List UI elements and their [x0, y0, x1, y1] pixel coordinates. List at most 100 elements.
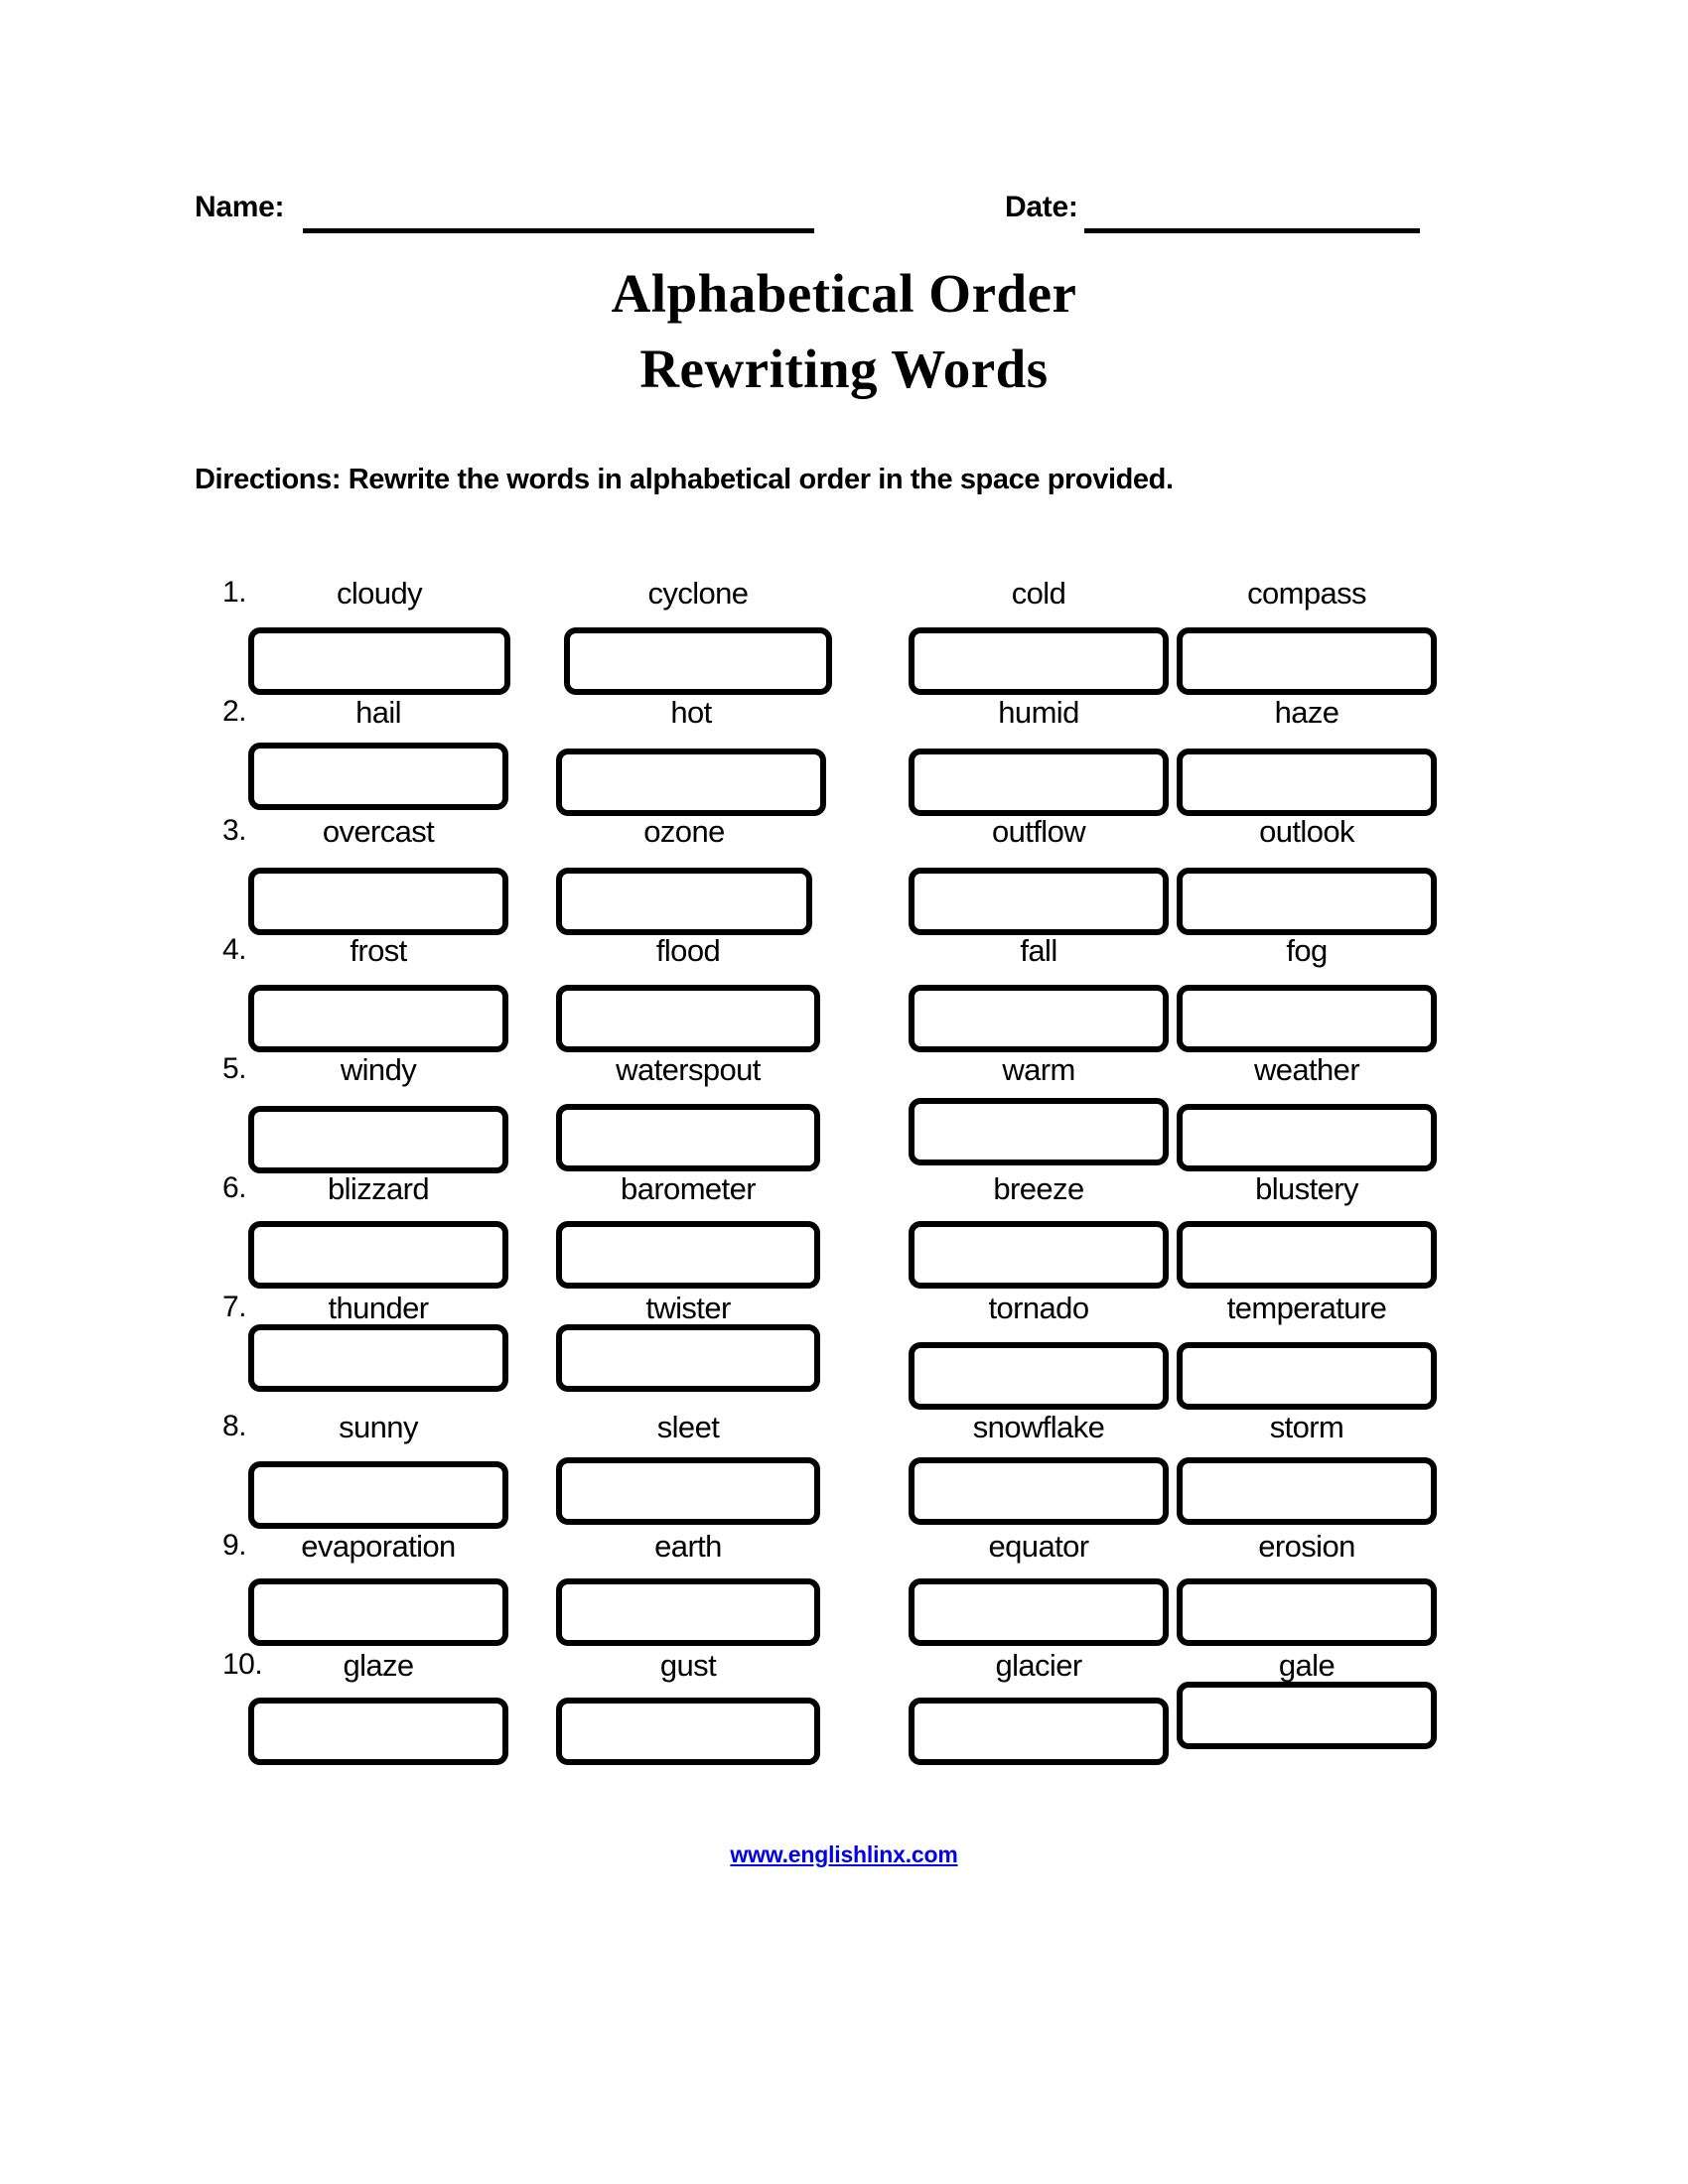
page-title: Alphabetical Order Rewriting Words — [0, 256, 1688, 407]
prompt-word: weather — [1253, 1052, 1360, 1087]
row-number: 5. — [222, 1052, 247, 1085]
word-row: 5. windy waterspout warm weather — [0, 1052, 1688, 1173]
answer-box[interactable] — [1177, 1578, 1437, 1646]
answer-box[interactable] — [909, 1342, 1169, 1410]
answer-box[interactable] — [556, 1221, 820, 1289]
prompt-word: humid — [998, 695, 1079, 730]
answer-box[interactable] — [1177, 627, 1437, 695]
row-number: 10. — [222, 1648, 263, 1681]
answer-box[interactable] — [248, 1698, 508, 1765]
answer-box[interactable] — [1177, 868, 1437, 935]
answer-box[interactable] — [909, 1098, 1169, 1165]
prompt-word: temperature — [1226, 1291, 1387, 1325]
answer-box[interactable] — [556, 1698, 820, 1765]
prompt-word: barometer — [621, 1171, 756, 1206]
prompt-word: hot — [670, 695, 712, 730]
prompt-word: tornado — [988, 1291, 1090, 1325]
worksheet-header: Name: Date: — [0, 191, 1688, 238]
prompt-word: glacier — [995, 1648, 1082, 1683]
prompt-word: flood — [655, 933, 721, 968]
prompt-word: frost — [350, 933, 407, 968]
prompt-word: cloudy — [336, 576, 423, 611]
prompt-word: glaze — [343, 1648, 414, 1683]
answer-box[interactable] — [1177, 1221, 1437, 1289]
answer-box[interactable] — [556, 1578, 820, 1646]
answer-box[interactable] — [909, 627, 1169, 695]
answer-box[interactable] — [248, 1221, 508, 1289]
row-number: 3. — [222, 814, 247, 847]
prompt-word: hail — [355, 695, 401, 730]
answer-box[interactable] — [564, 627, 832, 695]
prompt-word: outflow — [991, 814, 1086, 849]
answer-box[interactable] — [1177, 985, 1437, 1052]
prompt-word: waterspout — [616, 1052, 761, 1087]
date-write-line[interactable] — [1084, 228, 1420, 233]
directions-text: Directions: Rewrite the words in alphabe… — [195, 464, 1174, 495]
word-row: 4. frost flood fall fog — [0, 933, 1688, 1052]
answer-box[interactable] — [248, 1324, 508, 1392]
answer-box[interactable] — [248, 868, 508, 935]
answer-box[interactable] — [909, 749, 1169, 816]
answer-box[interactable] — [248, 985, 508, 1052]
answer-box[interactable] — [248, 743, 508, 810]
answer-box[interactable] — [556, 985, 820, 1052]
answer-box[interactable] — [556, 1104, 820, 1171]
word-row: 9. evaporation earth equator erosion — [0, 1529, 1688, 1648]
prompt-word: gale — [1278, 1648, 1336, 1683]
title-line-2: Rewriting Words — [639, 339, 1049, 399]
answer-box[interactable] — [1177, 1682, 1437, 1749]
answer-box[interactable] — [1177, 1104, 1437, 1171]
prompt-word: earth — [654, 1529, 722, 1564]
prompt-word: snowflake — [972, 1410, 1105, 1444]
prompt-word: overcast — [322, 814, 435, 849]
name-write-line[interactable] — [303, 228, 814, 233]
title-line-1: Alphabetical Order — [611, 263, 1077, 324]
answer-box[interactable] — [556, 749, 826, 816]
row-number: 7. — [222, 1291, 247, 1323]
answer-box[interactable] — [556, 1324, 820, 1392]
answer-box[interactable] — [248, 1461, 508, 1529]
date-label: Date: — [1005, 191, 1078, 223]
prompt-word: blizzard — [327, 1171, 430, 1206]
prompt-word: erosion — [1258, 1529, 1355, 1564]
prompt-word: fog — [1286, 933, 1328, 968]
prompt-word: thunder — [328, 1291, 430, 1325]
footer-website-link[interactable]: www.englishlinx.com — [730, 1842, 958, 1867]
prompt-word: evaporation — [301, 1529, 456, 1564]
answer-box[interactable] — [248, 627, 510, 695]
prompt-word: storm — [1269, 1410, 1344, 1444]
answer-box[interactable] — [248, 1578, 508, 1646]
answer-box[interactable] — [909, 1698, 1169, 1765]
prompt-word: windy — [340, 1052, 417, 1087]
prompt-word: haze — [1274, 695, 1339, 730]
prompt-word: blustery — [1255, 1171, 1358, 1206]
prompt-word: twister — [645, 1291, 731, 1325]
answer-box[interactable] — [909, 1578, 1169, 1646]
answer-box[interactable] — [556, 868, 812, 935]
prompt-word: compass — [1247, 576, 1366, 611]
row-number: 6. — [222, 1171, 247, 1204]
answer-box[interactable] — [1177, 749, 1437, 816]
prompt-word: warm — [1002, 1052, 1075, 1087]
prompt-word: cyclone — [647, 576, 750, 611]
answer-box[interactable] — [909, 1221, 1169, 1289]
word-row: 7. thunder twister tornado temperature — [0, 1291, 1688, 1410]
answer-box[interactable] — [909, 1457, 1169, 1525]
prompt-word: sunny — [339, 1410, 418, 1444]
answer-box[interactable] — [248, 1106, 508, 1173]
answer-box[interactable] — [556, 1457, 820, 1525]
prompt-word: equator — [988, 1529, 1090, 1564]
row-number: 9. — [222, 1529, 247, 1562]
answer-box[interactable] — [1177, 1342, 1437, 1410]
prompt-word: cold — [1011, 576, 1066, 611]
row-number: 4. — [222, 933, 247, 966]
row-number: 2. — [222, 695, 247, 728]
answer-box[interactable] — [909, 985, 1169, 1052]
answer-box[interactable] — [1177, 1457, 1437, 1525]
answer-box[interactable] — [909, 868, 1169, 935]
prompt-word: fall — [1020, 933, 1057, 968]
